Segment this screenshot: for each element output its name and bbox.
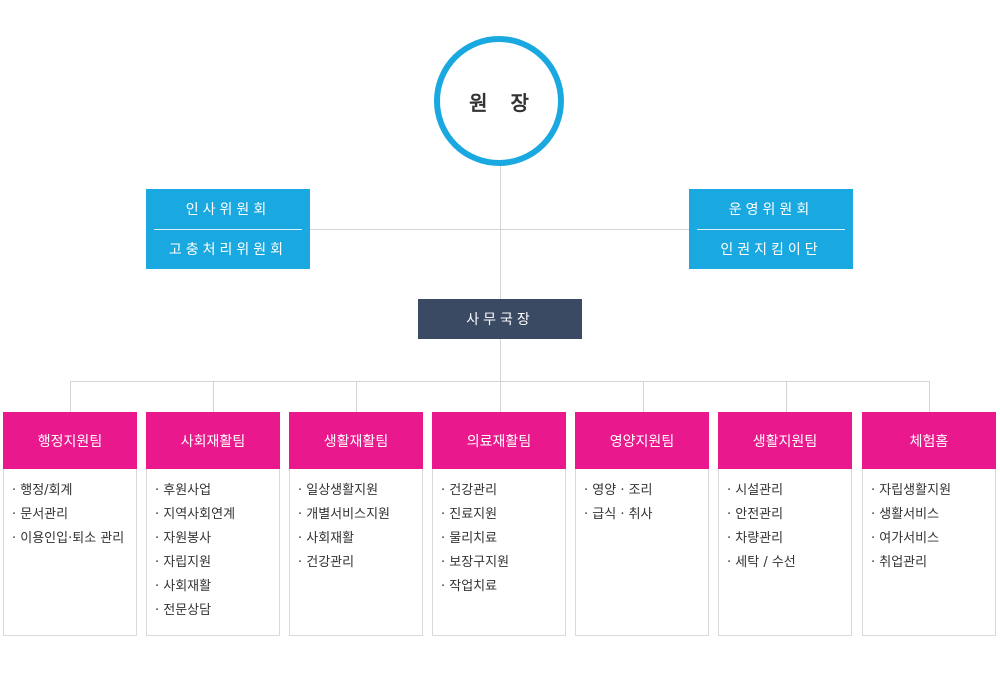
team-duties: · 영양 · 조리 · 급식 · 취사 [575,469,709,636]
team-duty-item: · 진료지원 [441,507,498,522]
team-duty-item: · 전문상담 [155,603,212,618]
team-duty-item: · 자립지원 [155,555,212,570]
trunk-line-bottom [500,339,501,381]
team-box: 생활재활팀 · 일상생활지원 · 개별서비스지원 · 사회재활 · 건강관리 [289,412,423,636]
team-duty-item: · 여가서비스 [871,531,940,546]
team-duty-item: · 개별서비스지원 [298,507,390,522]
team-duty-item: · 행정/회계 [12,483,73,498]
team-duty-item: · 문서관리 [12,507,69,522]
committee-human-rights-label: 인권지킴이단 [720,242,822,258]
committee-box-left: 인사위원회 고충처리위원회 [146,189,310,269]
team-duties: · 건강관리 · 진료지원 · 물리치료 · 보장구지원 · 작업치료 [432,469,566,636]
team-drop-line [786,381,787,412]
team-box: 사회재활팀 · 후원사업 · 지역사회연계 · 자원봉사 · 자립지원 · 사회… [146,412,280,636]
team-duty-item: · 일상생활지원 [298,483,379,498]
team-duty-item: · 이용인입·퇴소 관리 [12,531,125,546]
committee-hr-label: 인사위원회 [185,202,271,218]
team-name: 생활재활팀 [289,412,423,469]
team-duty-item: · 영양 · 조리 [584,483,653,498]
team-duties: · 행정/회계 · 문서관리 · 이용인입·퇴소 관리 [3,469,137,636]
team-duties: · 시설관리 · 안전관리 · 차량관리 · 세탁 / 수선 [718,469,852,636]
team-drop-line [356,381,357,412]
team-duty-item: · 세탁 / 수선 [727,555,796,570]
team-duties: · 후원사업 · 지역사회연계 · 자원봉사 · 자립지원 · 사회재활 · 전… [146,469,280,636]
committee-connector-line [310,229,689,230]
team-drop-line [213,381,214,412]
team-box: 행정지원팀 · 행정/회계 · 문서관리 · 이용인입·퇴소 관리 [3,412,137,636]
teams-horizontal-line [70,381,929,382]
team-drop-line [643,381,644,412]
team-duty-item: · 지역사회연계 [155,507,236,522]
team-box: 의료재활팀 · 건강관리 · 진료지원 · 물리치료 · 보장구지원 · 작업치… [432,412,566,636]
team-name: 사회재활팀 [146,412,280,469]
team-duty-item: · 물리치료 [441,531,498,546]
team-name: 체험홈 [862,412,996,469]
team-duty-item: · 시설관리 [727,483,784,498]
secretary-label: 사무국장 [466,312,534,328]
team-duty-item: · 안전관리 [727,507,784,522]
team-drop-line [70,381,71,412]
committee-divider [697,229,845,230]
team-duty-item: · 작업치료 [441,579,498,594]
committee-box-right: 운영위원회 인권지킴이단 [689,189,853,269]
team-duty-item: · 차량관리 [727,531,784,546]
team-duty-item: · 급식 · 취사 [584,507,653,522]
team-box: 체험홈 · 자립생활지원 · 생활서비스 · 여가서비스 · 취업관리 [862,412,996,636]
team-duties: · 자립생활지원 · 생활서비스 · 여가서비스 · 취업관리 [862,469,996,636]
secretary-node: 사무국장 [418,299,582,339]
team-name: 영양지원팀 [575,412,709,469]
team-duty-item: · 사회재활 [155,579,212,594]
team-drop-line [929,381,930,412]
trunk-line-top [500,166,501,299]
team-duty-item: · 자립생활지원 [871,483,952,498]
team-duty-item: · 생활서비스 [871,507,940,522]
team-duty-item: · 보장구지원 [441,555,510,570]
team-box: 생활지원팀 · 시설관리 · 안전관리 · 차량관리 · 세탁 / 수선 [718,412,852,636]
team-duty-item: · 후원사업 [155,483,212,498]
team-name: 행정지원팀 [3,412,137,469]
team-name: 생활지원팀 [718,412,852,469]
committee-divider [154,229,302,230]
team-box: 영양지원팀 · 영양 · 조리 · 급식 · 취사 [575,412,709,636]
team-duty-item: · 자원봉사 [155,531,212,546]
team-duty-item: · 건강관리 [298,555,355,570]
team-duty-item: · 건강관리 [441,483,498,498]
team-duties: · 일상생활지원 · 개별서비스지원 · 사회재활 · 건강관리 [289,469,423,636]
team-duty-item: · 취업관리 [871,555,928,570]
committee-operations-label: 운영위원회 [728,202,814,218]
team-drop-line [500,381,501,412]
director-label: 원 장 [469,90,537,115]
director-node: 원 장 [434,36,564,166]
team-duty-item: · 사회재활 [298,531,355,546]
committee-grievance-label: 고충처리위원회 [168,242,288,258]
team-name: 의료재활팀 [432,412,566,469]
